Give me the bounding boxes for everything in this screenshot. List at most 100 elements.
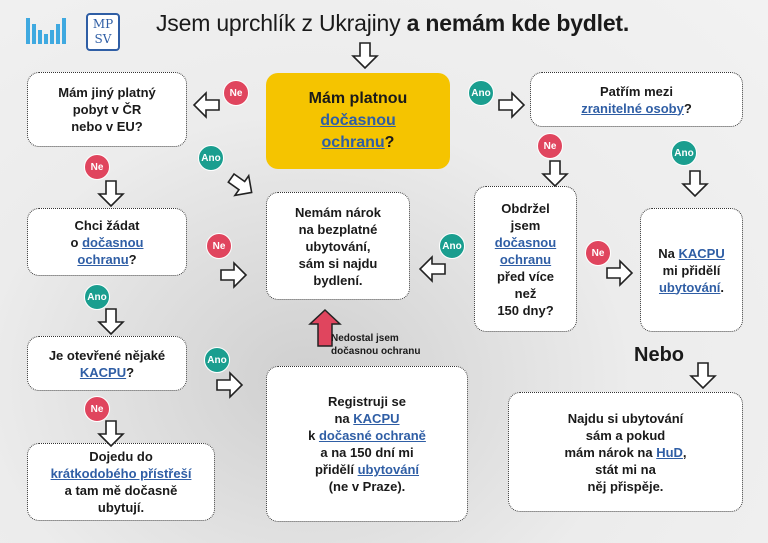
link[interactable]: ubytování [658, 279, 721, 295]
link[interactable]: krátkodobého přístřeší [50, 466, 192, 481]
box-line: Registruji se [308, 393, 426, 410]
text: ubytují. [97, 500, 145, 515]
box-text: Dojedu do krátkodobého přístřeší a tam mě … [51, 448, 192, 516]
text: o [70, 234, 83, 250]
arrow-shape [220, 261, 248, 289]
box-shelter: Dojedu do krátkodobého přístřeší a tam mě … [27, 443, 215, 521]
link[interactable]: dočasnou [494, 234, 557, 250]
text: Patřím mezi [600, 83, 673, 99]
badge-yes: Ano [468, 80, 494, 106]
text: Chci žádat [74, 217, 140, 233]
box-line: ochranu? [309, 132, 408, 154]
arrow-down-icon [97, 308, 125, 336]
text: Je otevřené nějaké [48, 347, 166, 363]
note-line: dočasnou ochranu [331, 346, 421, 357]
badge-yes: Ano [671, 140, 697, 166]
box-line: na bezplatné [295, 221, 381, 238]
link[interactable]: ubytování [357, 462, 420, 477]
text: mi přidělí [662, 262, 721, 278]
badge-no: Ne [537, 133, 563, 159]
link[interactable]: dočasné ochraně [318, 428, 426, 443]
arrow-shape [498, 91, 526, 119]
link[interactable]: KACPU [678, 245, 725, 261]
text: jsem [510, 217, 541, 233]
page-title: Jsem uprchlík z Ukrajiny a nemám kde byd… [156, 10, 629, 36]
badge-no: Ne [206, 233, 232, 259]
arrow-left-icon [418, 255, 446, 283]
box-line: krátkodobého přístřeší [51, 465, 192, 482]
arrow-shape [97, 180, 125, 208]
text: před více [496, 268, 555, 284]
or-label: Nebo [634, 344, 684, 366]
arrow-down-icon [681, 170, 709, 198]
box-line: dočasnou [309, 110, 408, 132]
arrow-shape [192, 91, 220, 119]
arrow-shape [97, 420, 125, 448]
box-line: Obdržel [495, 200, 556, 217]
link[interactable]: ochranu [321, 134, 385, 151]
box-line: ochranu? [71, 251, 144, 268]
box-line: sám si najdu [295, 255, 381, 272]
text: ? [384, 134, 395, 151]
box-line: a na 150 dní mi [308, 444, 426, 461]
box-line: a tam mě dočasně [51, 482, 192, 499]
text: sám a pokud [585, 427, 666, 443]
text: Najdu si ubytování [567, 410, 684, 426]
text: pobyt v ČR [72, 102, 142, 117]
text: sám si najdu [298, 255, 378, 271]
text: Dojedu do [89, 449, 153, 464]
box-line: jsem [495, 217, 556, 234]
box-line: Nemám nárok [295, 204, 381, 221]
link[interactable]: KACPU [353, 411, 400, 426]
badge-yes: Ano [198, 145, 224, 171]
box-line: KACPU? [49, 364, 165, 381]
box-line: přidělí ubytování [308, 461, 426, 478]
box-line: na KACPU [308, 410, 426, 427]
arrow-down-icon [689, 362, 717, 390]
arrow-shape [97, 308, 125, 336]
arrow-shape [351, 42, 379, 70]
text: a tam mě dočasně [64, 483, 178, 498]
text: Nemám nárok [295, 204, 381, 220]
arrow-down-icon [97, 420, 125, 448]
box-line: sám a pokud [564, 427, 686, 444]
link[interactable]: dočasnou [82, 234, 144, 250]
link[interactable]: zranitelné osoby [581, 100, 684, 116]
text: nebo v EU? [71, 119, 143, 134]
text: Na [658, 245, 679, 261]
box-line: ubytují. [51, 499, 192, 516]
link[interactable]: ochranu [499, 251, 552, 267]
box-line: Patřím mezi [581, 83, 692, 100]
badge-yes: Ano [204, 347, 230, 373]
text: než [514, 285, 537, 301]
text: . [720, 279, 725, 295]
text: k [308, 428, 319, 443]
box-line: Najdu si ubytování [564, 410, 686, 427]
badge-yes: Ano [439, 233, 465, 259]
box-line: ubytování. [658, 279, 724, 296]
text: na bezplatné [298, 221, 378, 237]
box-line: dočasnou [495, 234, 556, 251]
link[interactable]: ochranu [77, 251, 129, 267]
link[interactable]: HuD [656, 444, 683, 460]
arrow-shape [227, 172, 253, 197]
text: mám nárok na [564, 444, 657, 460]
mpsv-logo: MP SV [86, 13, 120, 51]
link[interactable]: dočasnou [320, 112, 396, 129]
text: Registruji se [327, 394, 407, 409]
text: bydlení. [313, 272, 363, 288]
text: něj přispěje. [587, 478, 664, 494]
box-line: něj přispěje. [564, 478, 686, 495]
ministry-logo-icon [26, 18, 66, 44]
link[interactable]: KACPU [79, 364, 127, 380]
